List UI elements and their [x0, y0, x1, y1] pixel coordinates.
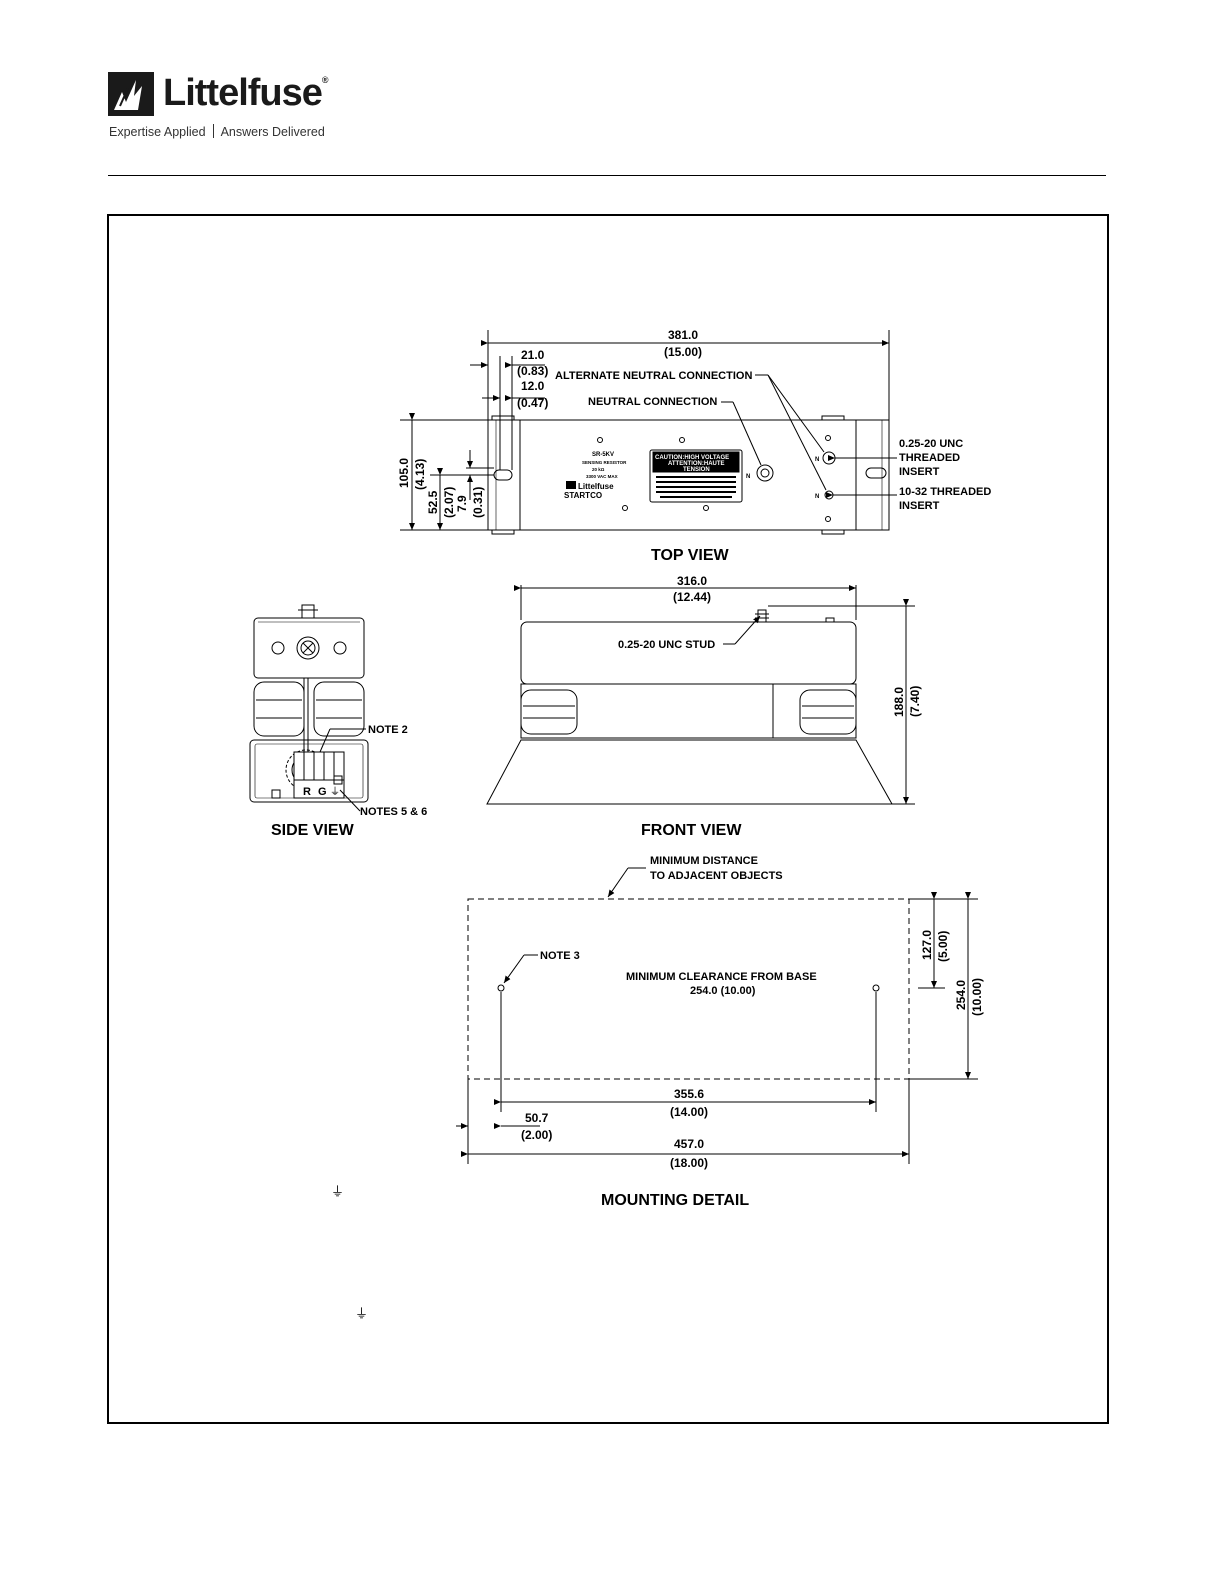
svg-text:(0.83): (0.83) — [517, 364, 548, 378]
svg-text:TO ADJACENT OBJECTS: TO ADJACENT OBJECTS — [650, 870, 783, 882]
svg-text:0.25-20 UNC: 0.25-20 UNC — [899, 438, 963, 450]
svg-text:INSERT: INSERT — [899, 466, 940, 478]
front-view-labels: 316.0 (12.44) 0.25-20 UNC STUD 188.0 (7.… — [618, 574, 922, 839]
side-view-title: SIDE VIEW — [271, 822, 355, 839]
svg-text:(10.00): (10.00) — [970, 978, 984, 1016]
svg-text:INSERT: INSERT — [899, 500, 940, 512]
svg-text:NEUTRAL CONNECTION: NEUTRAL CONNECTION — [588, 396, 717, 408]
svg-text:12.0: 12.0 — [521, 379, 545, 393]
svg-text:NOTES 5 & 6: NOTES 5 & 6 — [360, 806, 427, 818]
svg-text:50.7: 50.7 — [525, 1111, 549, 1125]
side-view-labels: R G ⏚ NOTE 2 NOTES 5 & 6 SIDE VIEW — [271, 724, 427, 839]
svg-text:CAUTION:HIGH VOLTAGE: CAUTION:HIGH VOLTAGE — [655, 455, 729, 461]
svg-text:NOTE 2: NOTE 2 — [368, 724, 408, 736]
header-divider — [108, 175, 1106, 176]
mounting-detail-title: MOUNTING DETAIL — [601, 1192, 749, 1209]
svg-text:MINIMUM DISTANCE: MINIMUM DISTANCE — [650, 855, 758, 867]
svg-text:254.0 (10.00): 254.0 (10.00) — [690, 985, 756, 997]
svg-text:21.0: 21.0 — [521, 348, 545, 362]
svg-text:(12.44): (12.44) — [673, 590, 711, 604]
svg-text:127.0: 127.0 — [920, 930, 934, 960]
top-view-title: TOP VIEW — [651, 547, 730, 564]
svg-text:TENSION: TENSION — [683, 467, 710, 473]
svg-text:R: R — [303, 786, 311, 798]
ground-icon: ⏚ — [355, 1306, 368, 1321]
svg-text:N: N — [815, 494, 819, 500]
mounting-detail — [456, 867, 978, 1164]
svg-text:254.0: 254.0 — [954, 980, 968, 1010]
svg-text:(2.07): (2.07) — [442, 487, 456, 518]
front-view — [486, 585, 915, 805]
svg-text:(4.13): (4.13) — [413, 459, 427, 490]
svg-text:ATTENTION:HAUTE: ATTENTION:HAUTE — [668, 461, 725, 467]
ground-icon: ⏚ — [330, 786, 340, 798]
mounting-detail-labels: MINIMUM DISTANCE TO ADJACENT OBJECTS NOT… — [521, 855, 984, 1209]
svg-text:52.5: 52.5 — [426, 490, 440, 514]
svg-text:3300 VAC MAX: 3300 VAC MAX — [586, 474, 618, 479]
svg-text:N: N — [815, 457, 819, 463]
svg-text:457.0: 457.0 — [674, 1137, 704, 1151]
top-view-nameplate: SR-5KV SENSING RESISTOR 20 kΩ 3300 VAC M… — [564, 452, 819, 500]
littelfuse-logo-icon — [108, 72, 154, 116]
brand-name: Littelfuse® — [163, 72, 328, 114]
svg-text:(0.47): (0.47) — [517, 396, 548, 410]
svg-text:SR-5KV: SR-5KV — [592, 452, 614, 458]
svg-text:N: N — [746, 474, 750, 480]
top-view-labels: 381.0 (15.00) 21.0 (0.83) 12.0 (0.47) AL… — [397, 328, 991, 564]
svg-text:(5.00): (5.00) — [936, 931, 950, 962]
svg-text:SENSING RESISTOR: SENSING RESISTOR — [582, 460, 627, 465]
svg-text:105.0: 105.0 — [397, 458, 411, 488]
svg-text:381.0: 381.0 — [668, 328, 698, 342]
svg-text:7.9: 7.9 — [455, 495, 469, 512]
top-view — [400, 330, 897, 535]
svg-text:G: G — [318, 786, 327, 798]
svg-text:10-32 THREADED: 10-32 THREADED — [899, 486, 991, 498]
drawing-frame — [107, 214, 1109, 1424]
svg-text:(15.00): (15.00) — [664, 345, 702, 359]
front-view-title: FRONT VIEW — [641, 822, 742, 839]
svg-text:0.25-20 UNC STUD: 0.25-20 UNC STUD — [618, 639, 715, 651]
svg-text:355.6: 355.6 — [674, 1087, 704, 1101]
svg-text:20 kΩ: 20 kΩ — [592, 467, 605, 472]
svg-text:THREADED: THREADED — [899, 452, 960, 464]
svg-text:316.0: 316.0 — [677, 574, 707, 588]
svg-text:188.0: 188.0 — [892, 687, 906, 717]
svg-text:Littelfuse: Littelfuse — [578, 482, 614, 491]
svg-text:(18.00): (18.00) — [670, 1156, 708, 1170]
svg-text:ALTERNATE NEUTRAL CONNECTION: ALTERNATE NEUTRAL CONNECTION — [555, 370, 752, 382]
svg-text:(7.40): (7.40) — [908, 686, 922, 717]
svg-text:MINIMUM CLEARANCE FROM BASE: MINIMUM CLEARANCE FROM BASE — [626, 971, 817, 983]
svg-text:NOTE 3: NOTE 3 — [540, 950, 580, 962]
svg-text:(2.00): (2.00) — [521, 1128, 552, 1142]
svg-text:(0.31): (0.31) — [471, 487, 485, 518]
ground-icon: ⏚ — [331, 1184, 344, 1199]
svg-text:(14.00): (14.00) — [670, 1105, 708, 1119]
side-view — [249, 604, 369, 812]
svg-text:STARTCO: STARTCO — [564, 491, 602, 500]
